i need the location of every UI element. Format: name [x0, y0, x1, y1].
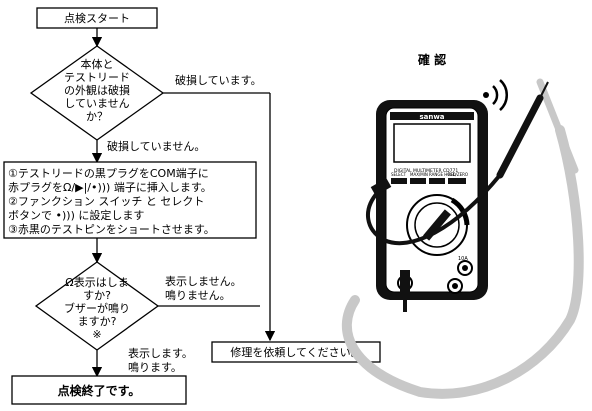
dial-pointer [423, 209, 451, 241]
decision2-line5: ※ [92, 328, 101, 341]
rel-zero-button[interactable] [448, 178, 466, 184]
end-label: 点検終了です。 [58, 383, 141, 398]
black-plug [400, 270, 410, 296]
range-hold-button[interactable] [429, 178, 445, 184]
brand-strip [390, 112, 474, 120]
btn-label-2: MAX/MIN [410, 172, 428, 177]
grey-test-lead [341, 125, 584, 399]
grey-probe [536, 78, 579, 174]
jack-vohm-hole [452, 283, 458, 289]
select-button[interactable] [391, 178, 407, 184]
damaged-label: 破損しています。 [175, 73, 262, 87]
jack-10a-hole [462, 265, 468, 271]
decision1-line3: の外観は破損 [64, 83, 130, 97]
red-plug [370, 178, 392, 196]
end-box: 点検終了です。 [11, 375, 187, 405]
confirm-title: 確 認 [418, 52, 446, 67]
decision1-line1: 本体と [81, 57, 114, 71]
multimeter-illustration: 確 認 sanwa DIGITAL MULTIMETER CD771 SELEC… [341, 52, 584, 399]
btn-label-4: REL/ZERO [448, 172, 468, 177]
no-display-line1: 表示しません。 [165, 274, 242, 288]
decision-appearance: 本体と テストリード の外観は破損 していません か？ [29, 45, 165, 141]
step-line-1: ①テストリードの黒プラグをCOM端子に [8, 166, 209, 180]
repair-box: 修理を依頼してください。 [211, 341, 381, 363]
buzzer-sound-icon [483, 79, 509, 111]
step-line-5: ③赤黒のテストピンをショートさせます。 [8, 223, 215, 236]
decision-display-buzzer: Ω表示はしま すか? ブザーが鳴り ますか? ※ [34, 261, 160, 351]
start-box: 点検スタート [36, 7, 158, 29]
btn-label-3: RANGE HOLD [429, 172, 456, 177]
decision2-line3: ブザーが鳴り [64, 301, 130, 315]
decision2-line4: ますか? [78, 315, 117, 328]
yes-display-line1: 表示します。 [128, 346, 193, 360]
steps-box: ①テストリードの黒プラグをCOM端子に 赤プラグをΩ/▶|/•))) 端子に挿入… [3, 161, 257, 239]
black-probe [496, 94, 544, 179]
start-label: 点検スタート [64, 11, 130, 25]
lcd-display [393, 123, 471, 163]
decision2-line1: Ω表示はしま [65, 275, 128, 289]
decision2-line2: すか? [83, 289, 111, 302]
brand-label: sanwa [419, 113, 444, 121]
decision1-line2: テストリード [64, 71, 130, 84]
repair-label: 修理を依頼してください。 [230, 345, 361, 359]
step-line-4: ボタンで •))) に設定します [8, 208, 144, 222]
maxmin-button[interactable] [410, 178, 426, 184]
black-test-lead [365, 173, 502, 246]
jack-label-10a: 10A [458, 256, 468, 262]
step-line-3: ②ファンクション スイッチ と セレクト [8, 195, 204, 208]
btn-label-1: SELECT [391, 172, 407, 177]
black-probe-tip [539, 81, 549, 99]
yes-display-line2: 鳴ります。 [128, 360, 182, 374]
step-line-2: 赤プラグをΩ/▶|/•))) 端子に挿入します。 [8, 180, 212, 194]
no-display-line2: 鳴りません。 [165, 288, 231, 302]
decision1-line4: していません [64, 97, 129, 110]
not-damaged-label: 破損していません。 [107, 139, 205, 153]
dial-arc-mark [450, 197, 470, 226]
decision1-line5: か？ [86, 110, 108, 123]
model-label: DIGITAL MULTIMETER CD771 [394, 168, 458, 174]
